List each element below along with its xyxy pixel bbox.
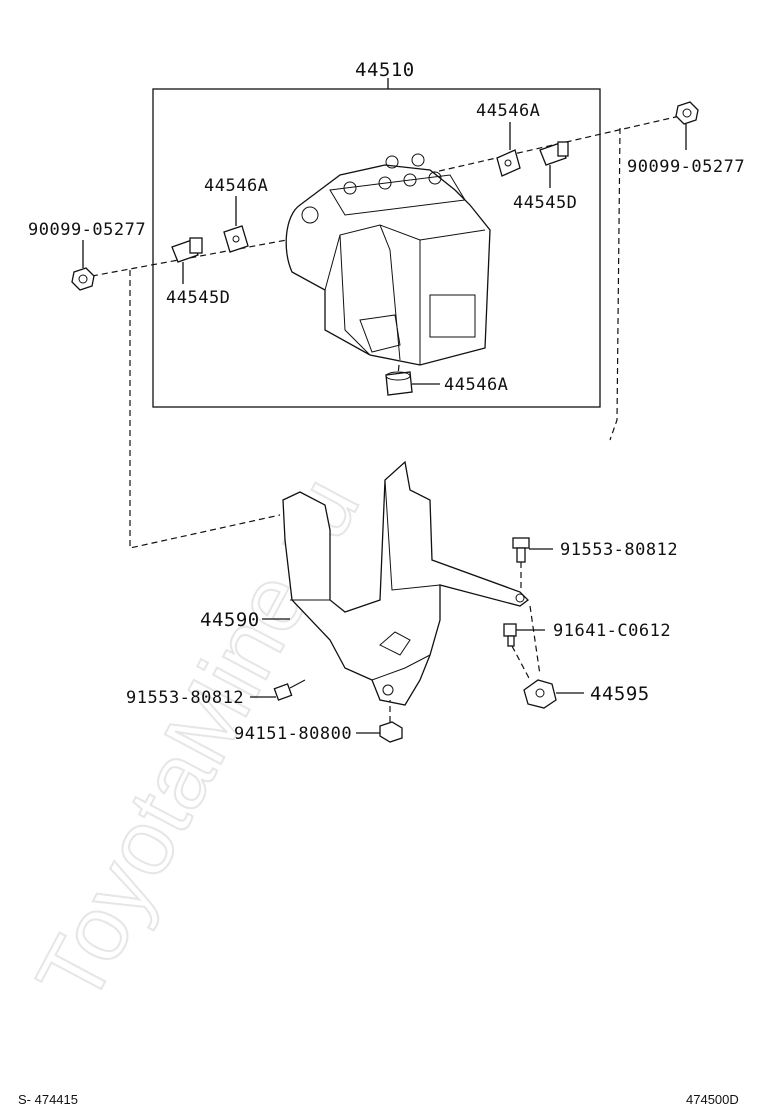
dashed-axis-right [399,115,681,181]
bracket [282,460,529,706]
label-bolt-right-top: 91553-80812 [560,540,678,560]
bolt-right-top [512,537,530,563]
assembly-box [152,88,601,408]
label-union-left: 44545D [166,288,230,308]
bolt-left [273,679,306,701]
dashed-connector-right [609,127,621,441]
union-left [171,237,203,263]
nut-right [675,101,699,125]
dash-clamp [529,605,541,676]
label-bolt-right-mid: 91641-C0612 [553,621,671,641]
footer-right: 474500D [686,1092,739,1107]
label-nut-right: 90099-05277 [627,157,745,177]
label-clamp: 44595 [590,683,650,705]
label-plug-top: 44546A [476,101,540,121]
label-bolt-left: 91553-80812 [126,688,244,708]
bolt-right-mid [503,623,517,647]
footer-left: S- 474415 [18,1092,78,1107]
label-plug-bottom: 44546A [444,375,508,395]
dash-bolt-right-mid [511,645,531,681]
label-bracket: 44590 [200,609,260,631]
label-union-right: 44545D [513,193,577,213]
nut-bottom [379,721,403,743]
plug-top [496,149,521,177]
clamp [523,679,557,709]
plug-bottom [385,371,413,396]
union-right [539,141,569,166]
label-assembly: 44510 [355,59,415,81]
label-plug-left: 44546A [204,176,268,196]
plug-left [223,225,249,253]
nut-left [71,267,95,291]
abs-actuator [285,153,491,366]
label-nut-left: 90099-05277 [28,220,146,240]
dashed-connector-left [129,270,281,549]
label-nut-bottom: 94151-80800 [234,724,352,744]
